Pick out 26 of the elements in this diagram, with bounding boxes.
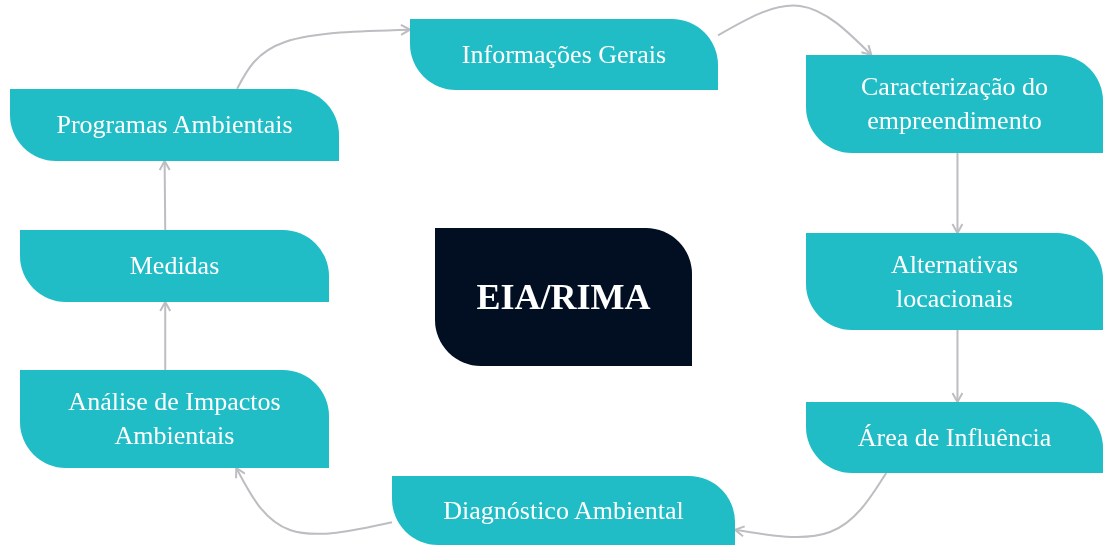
arrow <box>951 329 964 403</box>
title-box <box>435 228 692 366</box>
arrow <box>158 160 171 231</box>
arrow <box>951 152 964 234</box>
step-label: Informações Gerais <box>461 38 667 71</box>
process-box <box>20 370 329 468</box>
arrow <box>159 301 172 371</box>
step-label: Análise de Impactos Ambientais <box>67 386 282 452</box>
process-box <box>10 89 339 161</box>
step-label: Caracterização do empreendimento <box>860 71 1049 137</box>
step-label: Área de Influência <box>857 421 1052 454</box>
process-box <box>806 402 1103 473</box>
process-box <box>392 476 735 545</box>
arrow <box>734 472 888 538</box>
step-label: Programas Ambientais <box>56 109 293 142</box>
step-label: Medidas <box>129 250 220 283</box>
process-box <box>410 19 718 90</box>
process-box <box>806 55 1103 153</box>
process-box <box>806 233 1103 330</box>
step-label: Diagnóstico Ambiental <box>443 494 684 527</box>
arrow <box>235 467 393 535</box>
process-box <box>20 230 329 302</box>
arrow <box>717 4 873 56</box>
step-label: EIA/RIMA <box>476 275 651 319</box>
arrow <box>236 23 411 90</box>
step-label: Alternativas locacionais <box>889 248 1020 315</box>
